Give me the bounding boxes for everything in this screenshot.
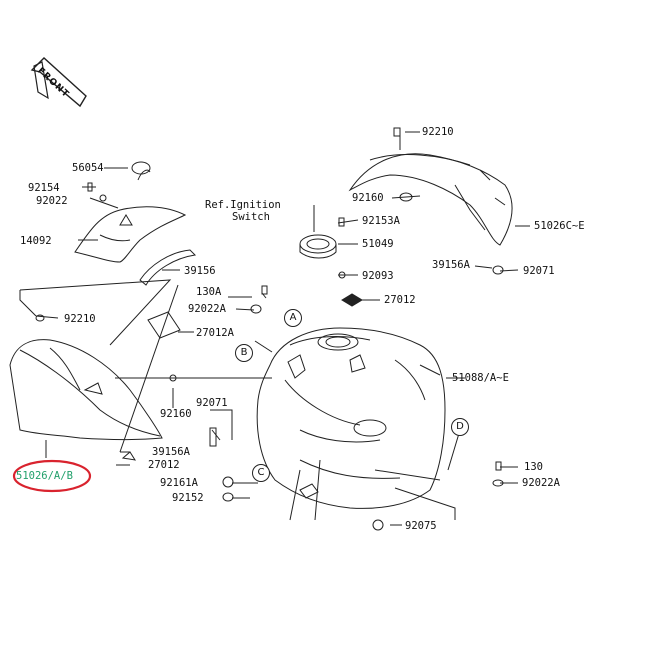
ref-switch-label: Switch xyxy=(232,211,270,223)
part-label-27012A: 27012A xyxy=(196,327,234,339)
part-label-92022: 92022 xyxy=(36,195,68,207)
part-label-92210-left: 92210 xyxy=(64,313,96,325)
part-label-51026AB[interactable]: 51026/A/B xyxy=(16,470,73,482)
part-label-92071-left: 92071 xyxy=(196,397,228,409)
part-label-27012-mid: 27012 xyxy=(384,294,416,306)
strip-shape xyxy=(139,249,197,286)
part-label-92022A-left: 92022A xyxy=(188,303,226,315)
side-cover-shape xyxy=(9,339,163,440)
part-label-92161A: 92161A xyxy=(160,477,198,489)
inner-cover-shape xyxy=(74,206,187,263)
section-marker-a: A xyxy=(284,309,302,327)
part-label-92160-top: 92160 xyxy=(352,192,384,204)
part-label-92075: 92075 xyxy=(405,520,437,532)
part-label-51026CE: 51026C~E xyxy=(534,220,585,232)
part-label-92093: 92093 xyxy=(362,270,394,282)
rear-cowl-shape xyxy=(348,153,513,246)
part-label-130A: 130A xyxy=(196,286,222,298)
section-marker-b: B xyxy=(235,344,253,362)
part-label-14092: 14092 xyxy=(20,235,52,247)
part-label-92153A: 92153A xyxy=(362,215,400,227)
part-label-39156: 39156 xyxy=(184,265,216,277)
front-arrow-icon xyxy=(30,57,87,108)
part-label-130: 130 xyxy=(524,461,543,473)
part-label-92210-top: 92210 xyxy=(422,126,454,138)
part-label-39156A-right: 39156A xyxy=(432,259,470,271)
section-marker-d: D xyxy=(451,418,469,436)
part-label-92154: 92154 xyxy=(28,182,60,194)
part-label-39156A-left: 39156A xyxy=(152,446,190,458)
part-label-92160-left: 92160 xyxy=(160,408,192,420)
highlight-ring xyxy=(12,459,92,493)
part-label-51049: 51049 xyxy=(362,238,394,250)
part-label-51088: 51088/A~E xyxy=(452,372,509,384)
part-label-27012-left: 27012 xyxy=(148,459,180,471)
section-marker-c: C xyxy=(252,464,270,482)
ref-ignition-label: Ref.Ignition xyxy=(205,199,281,211)
part-label-92152: 92152 xyxy=(172,492,204,504)
part-label-92022A-right: 92022A xyxy=(522,477,560,489)
part-label-92071-right: 92071 xyxy=(523,265,555,277)
part-label-56054: 56054 xyxy=(72,162,104,174)
filler-ring-shape xyxy=(299,234,337,254)
fuel-tank-shape xyxy=(256,327,446,509)
